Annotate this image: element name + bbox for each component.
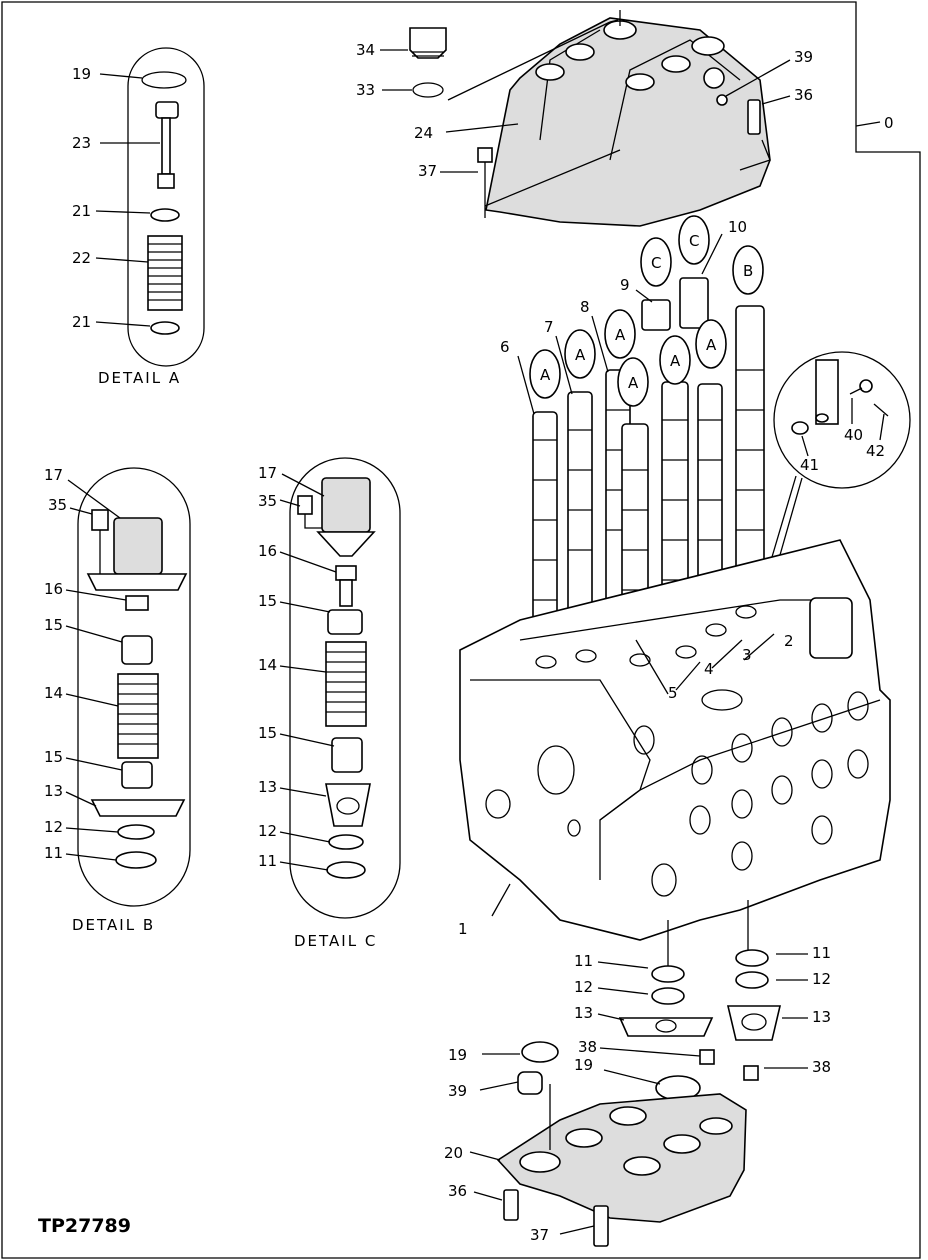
callout-16-c: 16 [258, 542, 277, 560]
bubble-a-5: A [628, 374, 639, 392]
callout-15-b-top: 15 [44, 616, 63, 634]
callout-4: 4 [704, 660, 714, 678]
bubble-a-6: A [540, 366, 551, 384]
callout-6: 6 [500, 338, 510, 356]
bubble-b-2: B [743, 262, 753, 280]
callout-35-b: 35 [48, 496, 67, 514]
valve-body-group: 2 3 4 5 1 [458, 539, 891, 941]
callout-35-c: 35 [258, 492, 277, 510]
callout-12-c: 12 [258, 822, 277, 840]
callout-12-lower-left: 12 [574, 978, 593, 996]
detail-b-spring [117, 673, 159, 759]
callout-16-b: 16 [44, 580, 63, 598]
callout-21-top: 21 [72, 202, 91, 220]
callout-19-lower-right: 19 [574, 1056, 593, 1074]
detail-a-caption: DETAIL A [98, 369, 181, 387]
callout-19-a: 19 [72, 65, 91, 83]
callout-17-c: 17 [258, 464, 277, 482]
detail-a-spring [147, 235, 183, 311]
bubble-c-10: C [689, 232, 699, 250]
bubble-a-8: A [615, 326, 626, 344]
callout-15-b-bottom: 15 [44, 748, 63, 766]
detail-c-group: 17 35 16 15 14 15 13 12 11 DETAIL C [258, 457, 401, 950]
top-cover-group: 34 33 39 36 0 24 37 [356, 10, 894, 227]
bubble-a-7: A [575, 346, 586, 364]
callout-23: 23 [72, 134, 91, 152]
callout-13-lower-right: 13 [812, 1008, 831, 1026]
callout-14-c: 14 [258, 656, 277, 674]
callout-15-c-top: 15 [258, 592, 277, 610]
callout-20: 20 [444, 1144, 463, 1162]
callout-12-lower-right: 12 [812, 970, 831, 988]
callout-34: 34 [356, 41, 375, 59]
detail-c-spring [325, 641, 367, 727]
callout-17-b: 17 [44, 466, 63, 484]
callout-37-top: 37 [418, 162, 437, 180]
callout-42: 42 [866, 442, 885, 460]
callout-13-b: 13 [44, 782, 63, 800]
callout-36-lower: 36 [448, 1182, 467, 1200]
callout-11-b: 11 [44, 844, 63, 862]
detail-a-group: 19 23 21 22 21 DETAIL A [72, 47, 205, 387]
callout-8: 8 [580, 298, 590, 316]
bottom-cover-group: 19 19 39 20 36 37 [444, 1041, 747, 1247]
bubble-a-4: A [670, 352, 681, 370]
callout-7: 7 [544, 318, 554, 336]
callout-37-lower: 37 [530, 1226, 549, 1244]
callout-14-b: 14 [44, 684, 63, 702]
callout-11-lower-left: 11 [574, 952, 593, 970]
callout-12-b: 12 [44, 818, 63, 836]
callout-11-c: 11 [258, 852, 277, 870]
callout-9: 9 [620, 276, 630, 294]
callout-3: 3 [742, 646, 752, 664]
callout-1: 1 [458, 920, 468, 938]
callout-38-right: 38 [812, 1058, 831, 1076]
callout-36-top: 36 [794, 86, 813, 104]
callout-38-left: 38 [578, 1038, 597, 1056]
callout-41: 41 [800, 456, 819, 474]
callout-11-lower-right: 11 [812, 944, 831, 962]
callout-40: 40 [844, 426, 863, 444]
callout-13-lower-left: 13 [574, 1004, 593, 1022]
callout-39-lower: 39 [448, 1082, 467, 1100]
callout-15-c-bottom: 15 [258, 724, 277, 742]
bubble-c-9: C [651, 254, 661, 272]
figure-id: TP27789 [38, 1215, 131, 1237]
callout-22: 22 [72, 249, 91, 267]
callout-0: 0 [884, 114, 894, 132]
callout-10: 10 [728, 218, 747, 236]
detail-b-group: 17 35 16 15 14 15 13 12 11 DETAIL B [44, 466, 191, 934]
lower-seals-group: 11 12 13 11 12 13 38 38 [574, 900, 831, 1081]
callout-21-bottom: 21 [72, 313, 91, 331]
callout-24: 24 [414, 124, 433, 142]
detail-c-caption: DETAIL C [294, 932, 377, 950]
callout-33: 33 [356, 81, 375, 99]
callout-19-lower-left: 19 [448, 1046, 467, 1064]
detail-b-caption: DETAIL B [72, 916, 155, 934]
spools-group: A A A A C A C A B 10 9 8 7 6 [500, 215, 765, 651]
callout-13-c: 13 [258, 778, 277, 796]
callout-2: 2 [784, 632, 794, 650]
callout-5: 5 [668, 684, 678, 702]
callout-39-top: 39 [794, 48, 813, 66]
bubble-a-3: A [706, 336, 717, 354]
